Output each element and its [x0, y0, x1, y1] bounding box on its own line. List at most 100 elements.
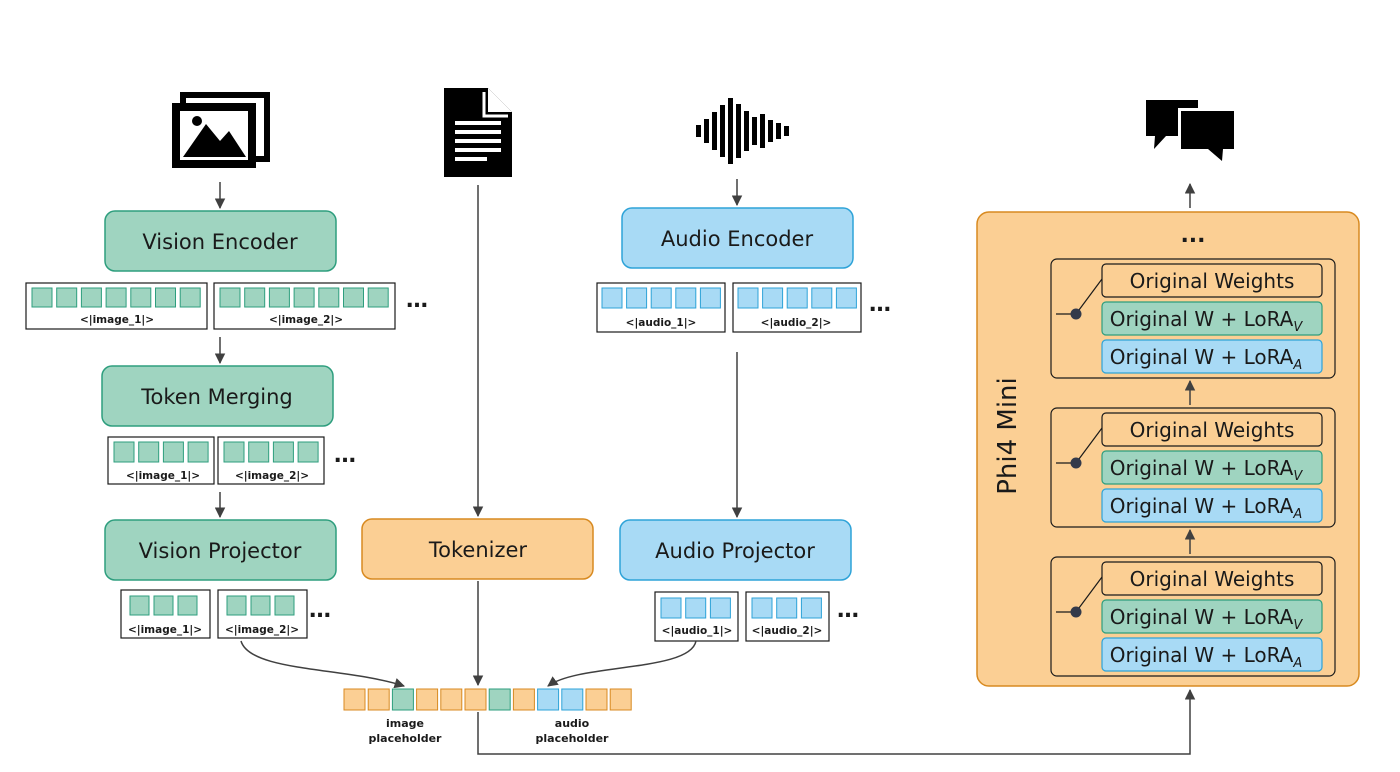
lora-vision-weights-label: Original W + LoRAV — [1110, 456, 1304, 484]
token-cell — [685, 597, 707, 619]
lora-vision-weights: Original W + LoRAV — [1101, 301, 1323, 336]
vision-encoder-token-2 — [213, 282, 396, 330]
token-cell — [367, 287, 389, 308]
lora-audio-weights: Original W + LoRAA — [1101, 339, 1323, 374]
token-merging-ellipsis: … — [334, 443, 356, 468]
sequence-token-orange — [464, 688, 487, 711]
tokenizer-block: Tokenizer — [361, 518, 594, 580]
image-placeholder-label-line-1: image — [386, 717, 424, 730]
sequence-token-green — [488, 688, 511, 711]
vision-projector-token-2 — [217, 589, 308, 639]
phi4-mini-label: Phi4 Mini — [993, 377, 1023, 495]
audio-encoder-label: Audio Encoder — [661, 227, 814, 251]
token-cell — [248, 441, 270, 463]
token-cell — [162, 441, 184, 463]
image-gallery-icon — [172, 92, 270, 168]
token-cell — [187, 441, 209, 463]
audio-projector-token-1 — [654, 591, 739, 642]
lora-vision-weights: Original W + LoRAV — [1101, 450, 1323, 485]
vision-encoder-label: Vision Encoder — [142, 230, 298, 254]
lora-vision-weights-label: Original W + LoRAV — [1110, 307, 1304, 335]
sequence-token-orange — [440, 688, 463, 711]
image-placeholder-label-line-2: placeholder — [369, 732, 443, 745]
token-cell — [800, 597, 822, 619]
token-cell — [223, 441, 245, 463]
lora-vision-weights: Original W + LoRAV — [1101, 599, 1323, 634]
token-merging-block: Token Merging — [101, 365, 334, 427]
token-cell — [751, 597, 773, 619]
tokenizer-label: Tokenizer — [428, 538, 528, 562]
token-cell — [105, 287, 127, 308]
audio-placeholder-label-line-1: audio — [555, 717, 590, 730]
token-merging-label: Token Merging — [140, 385, 293, 409]
token-cell — [343, 287, 364, 308]
token-cell — [297, 441, 319, 463]
audio-encoder-token-1 — [596, 282, 726, 333]
layers-ellipsis: ... — [1180, 223, 1205, 248]
token-cell — [56, 287, 78, 308]
audio-placeholder-label-line-2: placeholder — [536, 732, 610, 745]
token-cell — [153, 595, 174, 616]
vision-encoder-token-2-label: <|image_2|> — [269, 314, 343, 326]
vision-projector-token-1-label: <|image_1|> — [128, 624, 202, 636]
sequence-token-green — [391, 688, 414, 711]
vision-encoder-token-1-label: <|image_1|> — [80, 314, 154, 326]
token-cell — [762, 287, 784, 309]
token-cell — [835, 287, 857, 309]
lora-audio-weights-label: Original W + LoRAA — [1110, 345, 1303, 373]
token-cell — [272, 441, 294, 463]
lora-audio-weights-label: Original W + LoRAA — [1110, 494, 1303, 522]
merging-token-1 — [107, 436, 215, 485]
token-cell — [675, 287, 697, 309]
token-cell — [650, 287, 672, 309]
sequence-token-orange — [367, 688, 390, 711]
chat-bubbles-icon — [1146, 100, 1234, 161]
audio-encoder-token-1-label: <|audio_1|> — [626, 317, 697, 329]
audio-encoder-token-2 — [732, 282, 862, 333]
token-cell — [776, 597, 798, 619]
token-sequence — [343, 688, 632, 711]
token-cell — [250, 595, 271, 616]
token-merging-token-2-label: <|image_2|> — [235, 470, 309, 482]
token-cell — [113, 441, 135, 463]
audio-projector-label: Audio Projector — [655, 539, 815, 563]
sequence-token-blue — [537, 688, 560, 711]
router-switch-icon — [1070, 457, 1082, 469]
token-cell — [709, 597, 731, 619]
token-cell — [155, 287, 176, 308]
token-cell — [179, 287, 201, 308]
lora-audio-weights: Original W + LoRAA — [1101, 637, 1323, 672]
audio-projector-token-2 — [745, 591, 830, 642]
vision-encoder-token-1 — [25, 282, 208, 330]
token-cell — [737, 287, 759, 309]
audio-projector-block: Audio Projector — [619, 519, 852, 581]
original-weights: Original Weights — [1101, 561, 1323, 596]
token-cell — [626, 287, 648, 309]
sequence-token-blue — [561, 688, 584, 711]
token-cell — [226, 595, 247, 616]
vision-projector-block: Vision Projector — [104, 519, 337, 581]
token-cell — [177, 595, 198, 616]
vision-projector-token-1 — [120, 589, 211, 639]
audio-projector-ellipsis: … — [837, 598, 859, 623]
audio-projector-token-1-label: <|audio_1|> — [662, 625, 733, 637]
token-cell — [601, 287, 623, 309]
sequence-token-orange — [512, 688, 535, 711]
router-switch-icon — [1070, 308, 1082, 320]
token-cell — [219, 287, 241, 308]
token-cell — [268, 287, 290, 308]
vision-projector-token-2-label: <|image_2|> — [225, 624, 299, 636]
sequence-token-orange — [416, 688, 439, 711]
arrow-vision-tokens-to-sequence — [240, 640, 405, 689]
arrow-audio-tokens-to-sequence — [547, 640, 697, 687]
original-weights-label: Original Weights — [1130, 567, 1295, 591]
arrow-sequence-to-model — [477, 688, 1196, 755]
sequence-token-orange — [343, 688, 366, 711]
token-cell — [699, 287, 721, 309]
vision-projector-label: Vision Projector — [139, 539, 302, 563]
token-cell — [811, 287, 833, 309]
